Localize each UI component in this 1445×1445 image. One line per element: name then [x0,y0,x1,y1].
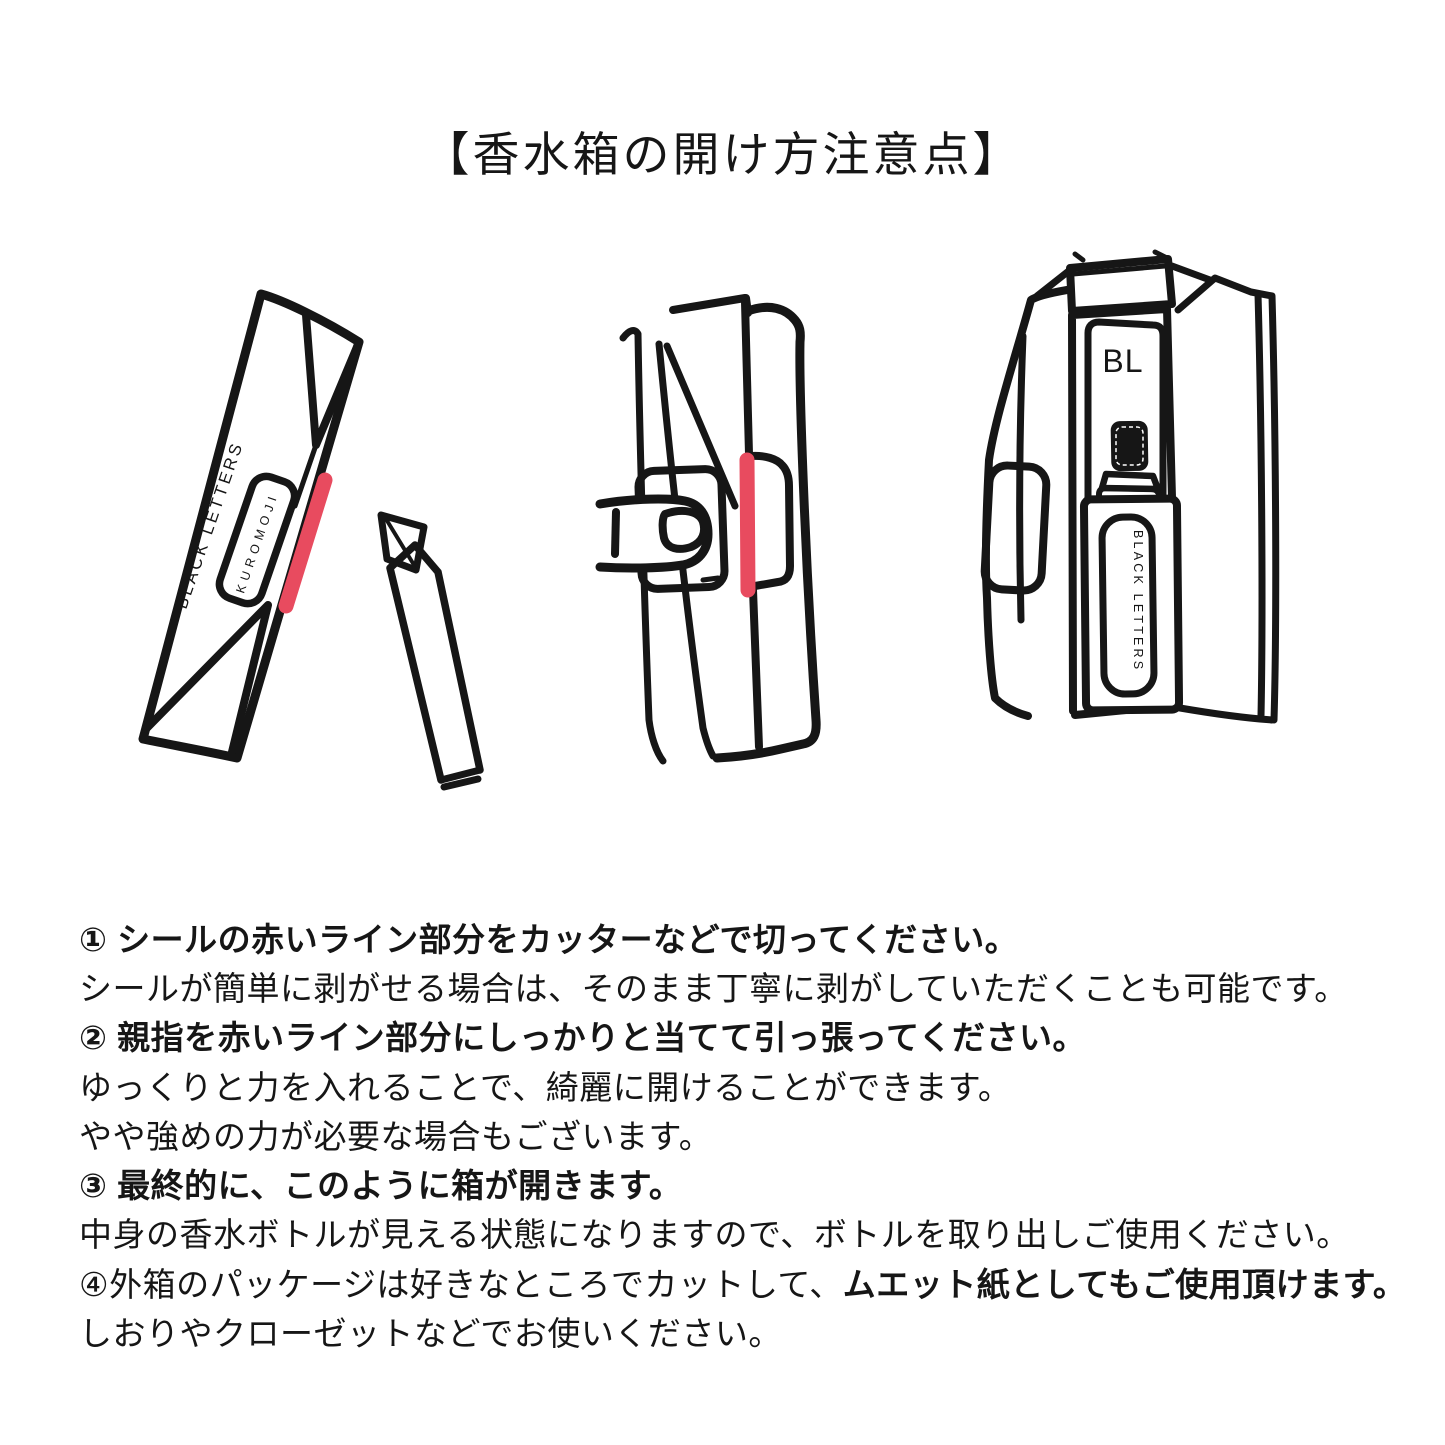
illustration-step1-sealed-box: BLACK LETTERS KUROMOJI [138,289,484,791]
tab-cutout-hole [980,461,1051,595]
instruction-text: ゆっくりと力を入れることで、綺麗に開けることができます。 [79,1068,1012,1106]
instruction-line-3: ② 親指を赤いライン部分にしっかりと当てて引っ張ってください。 [79,1011,1409,1060]
instruction-text-bold: ムエット紙としてもご使用頂けます。 [842,1265,1407,1303]
instruction-line-2: シールが簡単に剥がせる場合は、そのまま丁寧に剥がしていただくことも可能です。 [79,961,1409,1010]
instruction-text: 中身の香水ボトルが見える状態になりますので、ボトルを取り出しご使用ください。 [79,1216,1350,1254]
instruction-text: ④外箱のパッケージは好きなところでカットして、 [79,1265,843,1303]
instruction-line-7: 中身の香水ボトルが見える状態になりますので、ボトルを取り出しご使用ください。 [79,1208,1409,1257]
instruction-text: ③ 最終的に、このように箱が開きます。 [79,1167,683,1205]
bottle-label: BLACK LETTERS [1131,530,1145,672]
red-seal-line-step1 [278,472,333,614]
instruction-line-5: やや強めの力が必要な場合もございます。 [79,1109,1409,1158]
instruction-list: ① シールの赤いライン部分をカッターなどで切ってください。 シールが簡単に剥がせ… [79,912,1409,1356]
instruction-line-1: ① シールの赤いライン部分をカッターなどで切ってください。 [79,912,1409,961]
illustration-step3-opened-box: BL BLACK LETTERS [980,249,1280,724]
cutter-knife-icon [377,511,484,791]
instruction-text: しおりやクローゼットなどでお使いください。 [79,1315,782,1353]
sealed-box-icon: BLACK LETTERS KUROMOJI [138,289,364,763]
instruction-line-9: しおりやクローゼットなどでお使いください。 [79,1306,1409,1355]
instruction-text: やや強めの力が必要な場合もございます。 [79,1117,713,1155]
monogram-label: BL [1102,343,1143,379]
instruction-line-6: ③ 最終的に、このように箱が開きます。 [79,1158,1409,1207]
red-seal-line-step2 [739,452,756,598]
page-title: 【香水箱の開け方注意点】 [422,128,1023,181]
perfume-bottle-icon [1096,420,1162,503]
bottle-pocket: BLACK LETTERS [1079,494,1184,715]
box-tag-label: KUROMOJI [233,490,281,595]
instruction-line-4: ゆっくりと力を入れることで、綺麗に開けることができます。 [79,1060,1409,1109]
opening-box-icon [619,294,821,765]
instruction-text: ① シールの赤いライン部分をカッターなどで切ってください。 [79,920,1019,958]
kuromoji-tag-outline [215,472,299,608]
illustration-step2-pull-open [595,294,821,765]
thumb-tab-icon [595,494,721,583]
instruction-line-8: ④外箱のパッケージは好きなところでカットして、ムエット紙としてもご使用頂けます。 [79,1257,1409,1306]
opened-box-icon [980,249,1280,724]
instruction-text: シールが簡単に剥がせる場合は、そのまま丁寧に剥がしていただくことも可能です。 [79,969,1348,1007]
instruction-text: ② 親指を赤いライン部分にしっかりと当てて引っ張ってください。 [79,1019,1086,1057]
